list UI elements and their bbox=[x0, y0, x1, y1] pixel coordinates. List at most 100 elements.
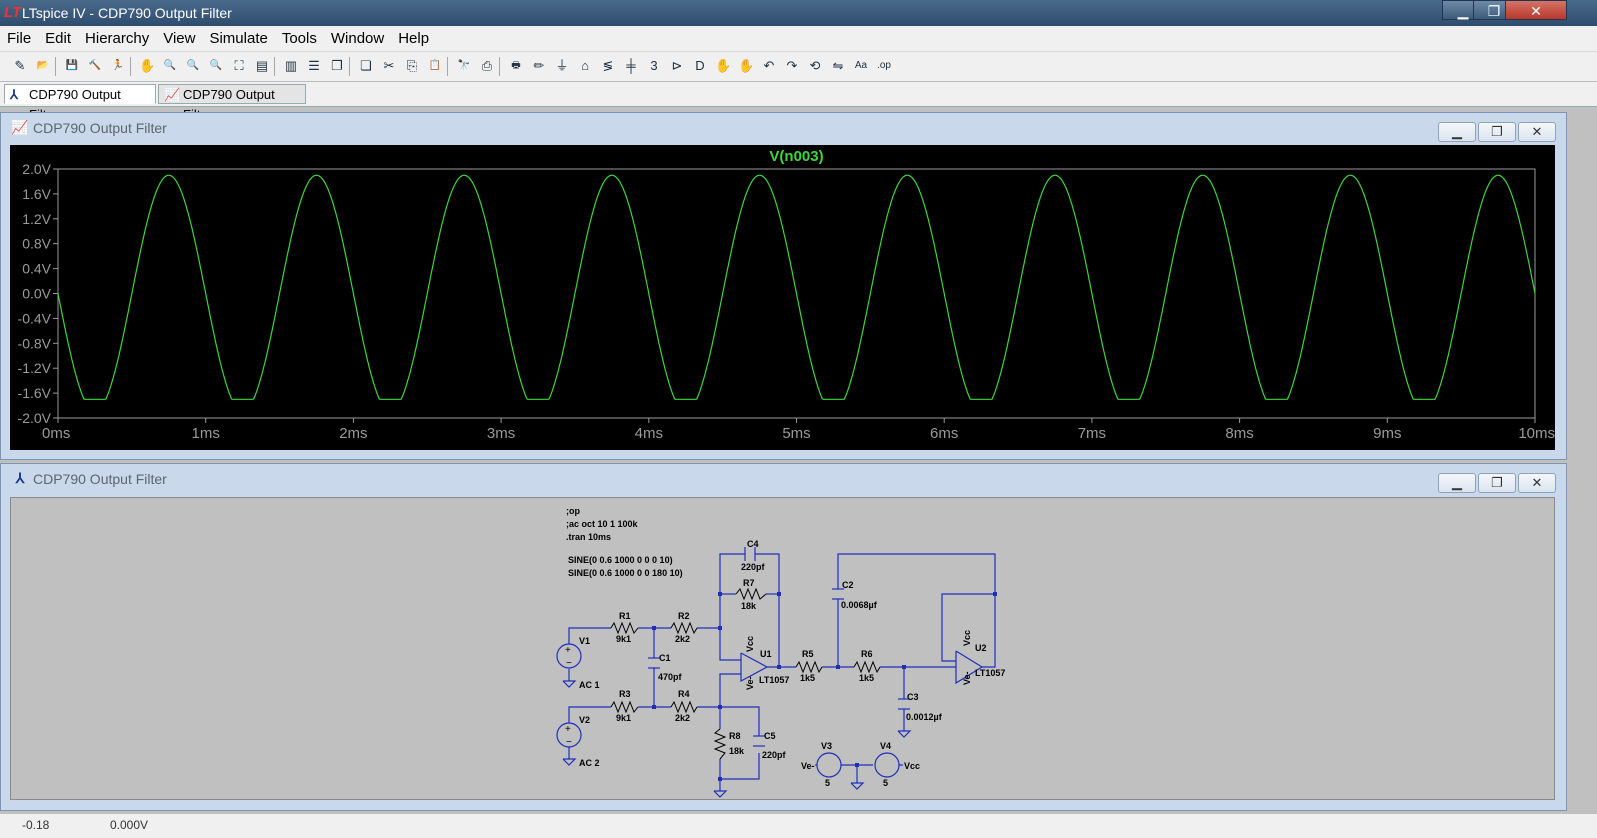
c4-value[interactable]: 220pf bbox=[741, 562, 766, 572]
directive-ac[interactable]: ;ac oct 10 1 100k bbox=[566, 519, 639, 529]
schematic-restore-button[interactable]: ❐ bbox=[1478, 473, 1516, 493]
r4-label[interactable]: R4 bbox=[678, 689, 690, 699]
autorange-icon[interactable]: ▤ bbox=[255, 58, 269, 73]
schematic-canvas[interactable]: ;op ;ac oct 10 1 100k .tran 10ms SINE(0 … bbox=[10, 497, 1555, 800]
v3-value[interactable]: 5 bbox=[825, 778, 830, 788]
tab-schematic[interactable]: ⅄ CDP790 Output Filter bbox=[4, 84, 156, 122]
resistor-icon[interactable]: ≶ bbox=[602, 58, 614, 73]
drag-icon[interactable]: ✋ bbox=[738, 58, 755, 73]
u2-value[interactable]: LT1057 bbox=[975, 668, 1005, 678]
redo-icon[interactable]: ↷ bbox=[786, 58, 798, 73]
v1-label[interactable]: V1 bbox=[579, 636, 590, 646]
r8-label[interactable]: R8 bbox=[729, 731, 741, 741]
r6-label[interactable]: R6 bbox=[861, 649, 873, 659]
c1-value[interactable]: 470pf bbox=[658, 672, 683, 682]
c1-label[interactable]: C1 bbox=[659, 653, 671, 663]
menu-simulate[interactable]: Simulate bbox=[209, 30, 268, 47]
undo-icon[interactable]: ↶ bbox=[763, 58, 775, 73]
v1-ac[interactable]: AC 1 bbox=[579, 680, 600, 690]
zoom-fit-icon[interactable]: ⛶ bbox=[234, 58, 244, 73]
r5-label[interactable]: R5 bbox=[802, 649, 814, 659]
v2-ac[interactable]: AC 2 bbox=[579, 758, 600, 768]
waveform-close-button[interactable]: ✕ bbox=[1518, 122, 1556, 142]
open-icon[interactable]: 📂 bbox=[36, 60, 50, 71]
copy-icon[interactable]: ⎘ bbox=[406, 58, 418, 73]
cascade-icon[interactable]: ❐ bbox=[331, 58, 343, 73]
v2-label[interactable]: V2 bbox=[579, 715, 590, 725]
menu-tools[interactable]: Tools bbox=[281, 30, 317, 47]
directive-tran[interactable]: .tran 10ms bbox=[566, 532, 611, 542]
find-icon[interactable]: 🔭 bbox=[457, 60, 471, 71]
r3-label[interactable]: R3 bbox=[619, 689, 631, 699]
u1-label[interactable]: U1 bbox=[760, 649, 772, 659]
pan-icon[interactable]: 🔍 bbox=[186, 60, 200, 71]
c3-label[interactable]: C3 bbox=[907, 692, 919, 702]
move-icon[interactable]: ✋ bbox=[715, 58, 732, 73]
text-icon[interactable]: Aa bbox=[854, 60, 868, 71]
c4-label[interactable]: C4 bbox=[747, 539, 759, 549]
source-v1-spec[interactable]: SINE(0 0.6 1000 0 0 0 10) bbox=[568, 555, 673, 565]
r3-value[interactable]: 9k1 bbox=[616, 713, 631, 723]
control-panel-icon[interactable]: 🔨 bbox=[88, 60, 102, 71]
tile-horizontal-icon[interactable]: ☰ bbox=[308, 58, 320, 73]
cut-icon[interactable]: ✂ bbox=[383, 58, 395, 73]
schematic-close-button[interactable]: ✕ bbox=[1518, 473, 1556, 493]
c2-label[interactable]: C2 bbox=[842, 580, 854, 590]
mirror-icon[interactable]: ⇋ bbox=[832, 58, 844, 73]
menu-hierarchy[interactable]: Hierarchy bbox=[85, 30, 150, 47]
u2-label[interactable]: U2 bbox=[975, 643, 987, 653]
capacitor-icon[interactable]: ╪ bbox=[626, 58, 636, 73]
r4-value[interactable]: 2k2 bbox=[675, 713, 690, 723]
ve-net-label[interactable]: Ve- bbox=[801, 761, 815, 771]
u1-value[interactable]: LT1057 bbox=[759, 675, 789, 685]
r8-value[interactable]: 18k bbox=[729, 746, 745, 756]
r2-value[interactable]: 2k2 bbox=[675, 634, 690, 644]
inductor-icon[interactable]: 3 bbox=[650, 58, 658, 73]
waveform-minimize-button[interactable]: ▁ bbox=[1438, 122, 1476, 142]
tile-vertical-icon[interactable]: ❏ bbox=[360, 58, 372, 73]
c3-value[interactable]: 0.0012µf bbox=[906, 712, 943, 722]
c2-value[interactable]: 0.0068µf bbox=[841, 600, 878, 610]
menu-view[interactable]: View bbox=[163, 30, 196, 47]
spice-directive-icon[interactable]: .op bbox=[877, 60, 891, 71]
r1-label[interactable]: R1 bbox=[619, 611, 631, 621]
c5-value[interactable]: 220pf bbox=[762, 750, 787, 760]
paste-icon[interactable]: 📋 bbox=[428, 60, 442, 71]
component-icon[interactable]: D bbox=[695, 58, 705, 73]
ground-icon[interactable]: ⏚ bbox=[555, 58, 569, 73]
vcc-net-label[interactable]: Vcc bbox=[904, 761, 920, 771]
v4-label[interactable]: V4 bbox=[880, 741, 891, 751]
save-icon[interactable]: 💾 bbox=[65, 60, 79, 71]
zoom-out-icon[interactable]: 🔍 bbox=[209, 60, 223, 71]
c5-label[interactable]: C5 bbox=[764, 731, 776, 741]
diode-icon[interactable]: ⊳ bbox=[671, 58, 683, 73]
waveform-restore-button[interactable]: ❐ bbox=[1478, 122, 1516, 142]
zoom-in-icon[interactable]: 🔍 bbox=[163, 60, 177, 71]
r2-label[interactable]: R2 bbox=[678, 611, 690, 621]
close-button[interactable]: ✕ bbox=[1505, 0, 1567, 20]
r7-value[interactable]: 18k bbox=[741, 601, 757, 611]
r7-label[interactable]: R7 bbox=[743, 578, 755, 588]
menu-file[interactable]: File bbox=[7, 30, 32, 47]
label-net-icon[interactable]: ⌂ bbox=[581, 58, 589, 73]
r1-value[interactable]: 9k1 bbox=[616, 634, 631, 644]
menu-help[interactable]: Help bbox=[398, 30, 430, 47]
schematic-minimize-button[interactable]: ▁ bbox=[1438, 473, 1476, 493]
rotate-icon[interactable]: ⟲ bbox=[809, 58, 821, 73]
source-v2-spec[interactable]: SINE(0 0.6 1000 0 0 180 10) bbox=[568, 568, 683, 578]
print-icon[interactable]: 🖶 bbox=[511, 60, 521, 71]
v4-value[interactable]: 5 bbox=[883, 778, 888, 788]
run-icon[interactable]: 🏃 bbox=[111, 60, 125, 71]
r5-value[interactable]: 1k5 bbox=[800, 673, 815, 683]
r6-value[interactable]: 1k5 bbox=[859, 673, 874, 683]
menu-edit[interactable]: Edit bbox=[45, 30, 72, 47]
delete-traces-icon[interactable]: ▥ bbox=[284, 58, 298, 73]
halt-icon[interactable]: ✋ bbox=[139, 58, 156, 73]
directive-op[interactable]: ;op bbox=[566, 506, 580, 516]
draw-wire-icon[interactable]: ✏ bbox=[533, 58, 545, 73]
menu-window[interactable]: Window bbox=[330, 30, 385, 47]
new-schematic-icon[interactable]: ✎ bbox=[14, 58, 26, 73]
print-setup-icon[interactable]: ⎙ bbox=[481, 58, 493, 73]
v3-label[interactable]: V3 bbox=[821, 741, 832, 751]
